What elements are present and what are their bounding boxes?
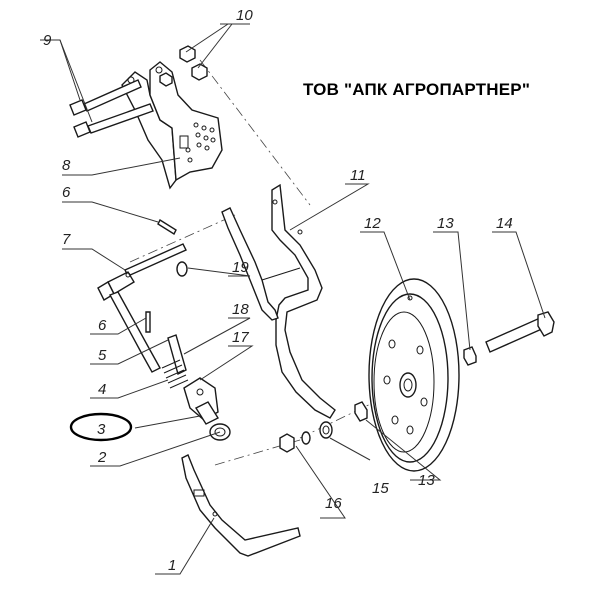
callout-10: 10 [236,7,253,24]
part-10-nuts [159,45,208,87]
part-14-axle-bolt [485,311,555,353]
callout-13b: 13 [418,472,435,489]
callout-4: 4 [98,381,106,398]
callout-18: 18 [232,301,249,318]
callout-14: 14 [496,215,513,232]
part-7-handle-rod [97,243,187,373]
callout-9: 9 [43,32,52,49]
part-6-pins [145,218,177,333]
part-11-wheel-arm [221,183,336,419]
callout-17: 17 [232,329,249,346]
callout-7: 7 [62,231,71,248]
part-3-fork [194,401,220,425]
highlight-ellipse [69,412,133,442]
part-1-scraper-blade [181,454,301,557]
callout-5: 5 [98,347,107,364]
leader-lines [40,23,546,575]
company-title: ТОВ "АПК АГРОПАРТНЕР" [303,80,531,99]
callout-8: 8 [62,157,71,174]
callout-12: 12 [364,215,381,232]
callout-11: 11 [350,167,366,184]
callout-numbers: 10 9 8 6 7 6 5 4 3 2 1 18 17 19 11 12 13… [43,7,513,574]
part-16-nut [279,433,295,453]
callout-6a: 6 [62,184,71,201]
part-18-rod [167,334,187,376]
part-9-bolts [69,79,154,138]
callout-3: 3 [97,421,106,438]
callout-15: 15 [372,480,389,497]
part-13-spacers [354,346,477,422]
callout-1: 1 [168,557,176,574]
callout-13a: 13 [437,215,454,232]
callout-6b: 6 [98,317,107,334]
part-8-mounting-bracket [121,61,223,190]
part-12-gauge-wheel [368,278,460,472]
part-4-spring [161,359,189,389]
callout-19: 19 [232,259,249,276]
callout-2: 2 [97,449,107,466]
part-15-washers [301,421,333,445]
callout-16: 16 [325,495,342,512]
part-19-ring [176,261,188,277]
